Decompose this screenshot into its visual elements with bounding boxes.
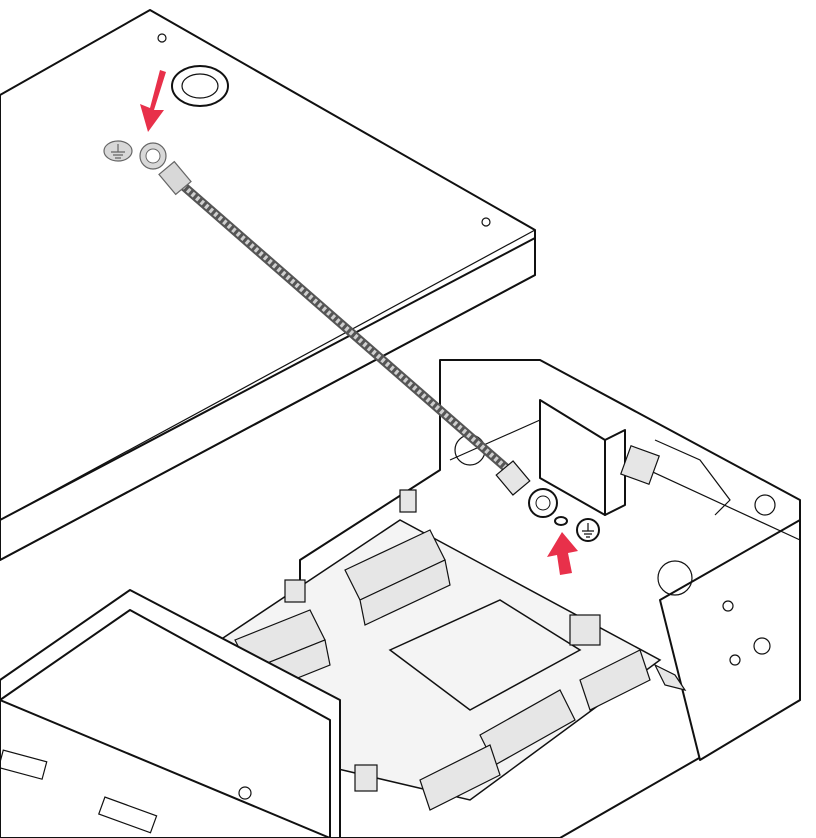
door-latch [539,399,731,516]
arrow-icon [140,70,166,132]
ground-symbol-icon [103,140,133,162]
terminal-blocks [234,489,651,811]
ground-strap [139,142,568,526]
ring-terminal-icon [139,142,192,196]
ground-symbol-icon [576,518,600,542]
ring-terminal-icon [495,460,558,518]
enclosure-front-panel [0,589,341,838]
enclosure-lid [0,9,537,561]
arrow-icon [547,532,578,575]
